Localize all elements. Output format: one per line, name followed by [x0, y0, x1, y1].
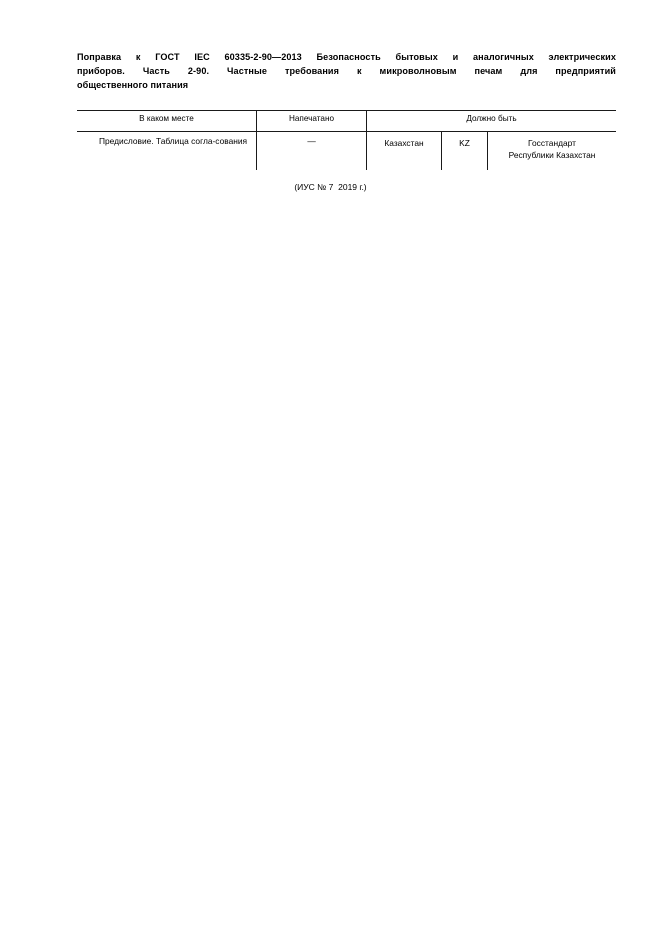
cell-authority-body: Госстандарт Республики Казахстан — [488, 138, 616, 161]
cell-where: Предисловие. Таблица согла-сования — [99, 136, 248, 146]
table-header-printed: Напечатано — [288, 114, 335, 123]
issue-reference-note: (ИУС № 7 2019 г.) — [294, 182, 367, 192]
subcolumn-divider-1 — [441, 132, 442, 170]
column-divider-1 — [256, 110, 257, 170]
heading-line-1: Поправка к ГОСТ IEC 60335-2-90—2013 Безо… — [77, 52, 616, 62]
heading-line-3: общественного питания — [77, 80, 189, 91]
heading-line-2: приборов. Часть 2-90. Частные требования… — [77, 66, 616, 77]
table-header-rule — [77, 131, 616, 132]
subcolumn-divider-2 — [487, 132, 488, 170]
cell-printed: — — [307, 136, 316, 146]
cell-country: Казахстан — [384, 138, 424, 148]
correction-table: В каком месте Напечатано Должно быть Пре… — [77, 110, 616, 170]
column-divider-2 — [366, 110, 367, 170]
authority-body-line-2: Республики Казахстан — [508, 149, 596, 160]
table-header-where: В каком месте — [139, 114, 194, 123]
table-top-rule — [77, 110, 616, 111]
table-header-should-be: Должно быть — [466, 114, 517, 123]
document-heading: Поправка к ГОСТ IEC 60335-2-90—2013 Безо… — [77, 50, 616, 93]
cell-country-code: KZ — [459, 138, 470, 148]
authority-body-line-1: Госстандарт — [528, 138, 576, 148]
